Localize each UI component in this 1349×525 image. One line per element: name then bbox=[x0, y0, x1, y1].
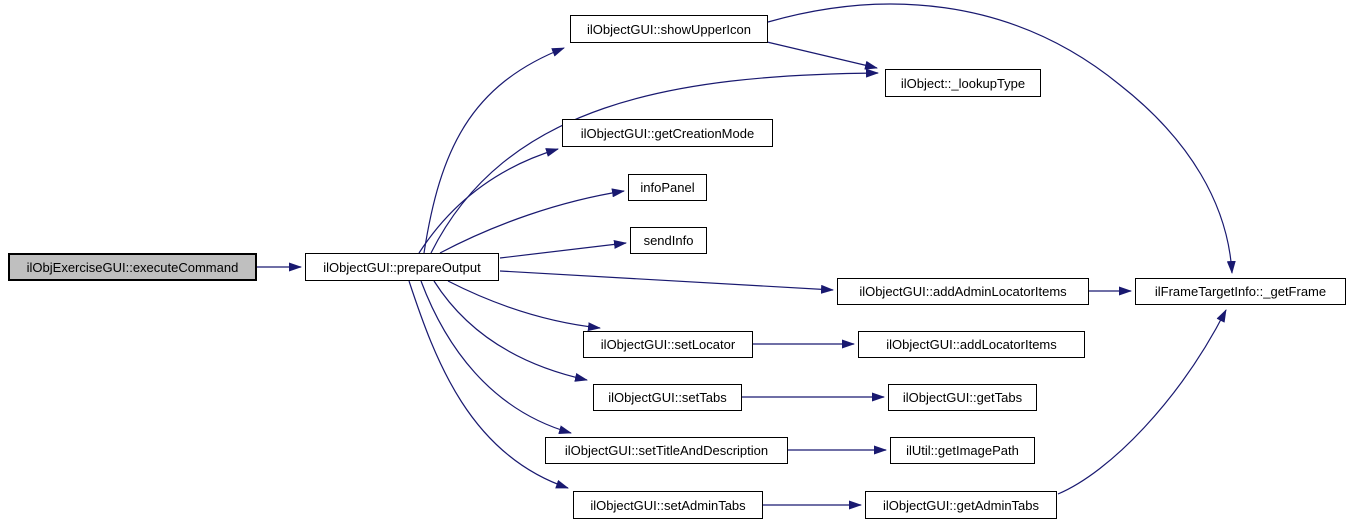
edge-prepareOutput-to-showUpperIcon bbox=[423, 47, 565, 254]
node-setTabs[interactable]: ilObjectGUI::setTabs bbox=[593, 384, 742, 411]
edge-showUpperIcon-to-getFrame bbox=[767, 3, 1236, 274]
edge-prepareOutput-to-getCreationMode bbox=[418, 148, 559, 254]
node-prepareOutput[interactable]: ilObjectGUI::prepareOutput bbox=[305, 253, 499, 281]
node-setLocator[interactable]: ilObjectGUI::setLocator bbox=[583, 331, 753, 358]
node-getAdminTabs[interactable]: ilObjectGUI::getAdminTabs bbox=[865, 491, 1057, 519]
node-executeCommand[interactable]: ilObjExerciseGUI::executeCommand bbox=[8, 253, 257, 281]
edge-prepareOutput-to-setTabs bbox=[433, 280, 588, 382]
edge-prepareOutput-to-infoPanel bbox=[439, 188, 625, 254]
edge-prepareOutput-to-setTitleAndDescription bbox=[420, 280, 572, 435]
node-getImagePath[interactable]: ilUtil::getImagePath bbox=[890, 437, 1035, 464]
edge-prepareOutput-to-sendInfo bbox=[499, 239, 627, 259]
node-infoPanel[interactable]: infoPanel bbox=[628, 174, 707, 201]
node-getFrame[interactable]: ilFrameTargetInfo::_getFrame bbox=[1135, 278, 1346, 305]
node-getTabs[interactable]: ilObjectGUI::getTabs bbox=[888, 384, 1037, 411]
node-addLocatorItems[interactable]: ilObjectGUI::addLocatorItems bbox=[858, 331, 1085, 358]
edge-showUpperIcon-to-lookupType bbox=[766, 41, 878, 70]
node-sendInfo[interactable]: sendInfo bbox=[630, 227, 707, 254]
node-showUpperIcon[interactable]: ilObjectGUI::showUpperIcon bbox=[570, 15, 768, 43]
node-addAdminLocatorItems[interactable]: ilObjectGUI::addAdminLocatorItems bbox=[837, 278, 1089, 305]
edge-prepareOutput-to-lookupType bbox=[430, 68, 879, 254]
node-getCreationMode[interactable]: ilObjectGUI::getCreationMode bbox=[562, 119, 773, 147]
node-lookupType[interactable]: ilObject::_lookupType bbox=[885, 69, 1041, 97]
node-setAdminTabs[interactable]: ilObjectGUI::setAdminTabs bbox=[573, 491, 763, 519]
edge-prepareOutput-to-addAdminLocatorItems bbox=[499, 270, 834, 294]
edge-prepareOutput-to-setLocator bbox=[447, 280, 601, 332]
node-setTitleAndDescription[interactable]: ilObjectGUI::setTitleAndDescription bbox=[545, 437, 788, 464]
